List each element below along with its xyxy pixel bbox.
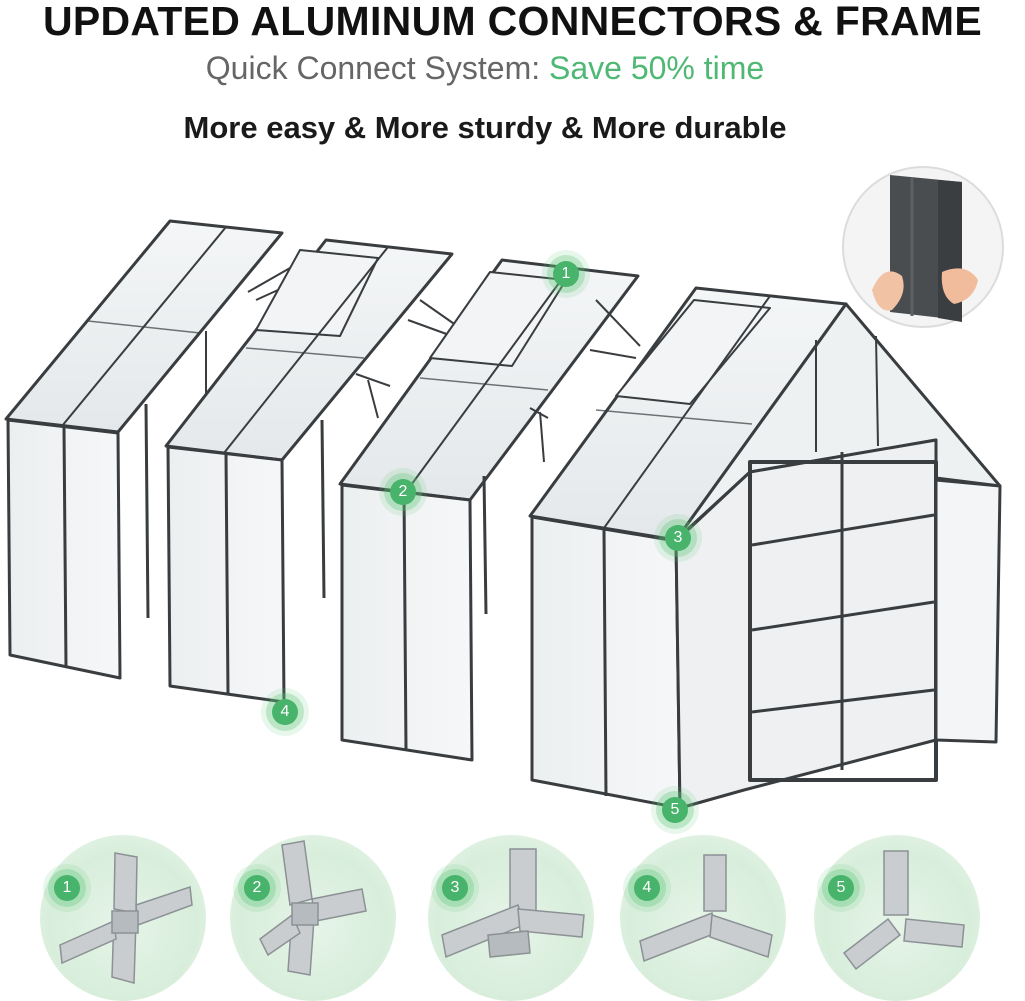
corner-connector-icon [842,850,965,971]
greenhouse-section-d [528,286,1002,810]
callout-badge-5: 5 [662,797,688,823]
connector-detail-4: 4 [620,835,786,1001]
callout-badge-1: 1 [553,261,579,287]
cross-connector-icon [59,852,193,984]
connector-badge-3: 3 [442,875,468,901]
subhead-prefix: Quick Connect System: [205,50,549,86]
callout-badge-4: 4 [272,699,298,725]
connector-badge-4: 4 [634,875,660,901]
connector-detail-3: 3 [428,835,594,1001]
callout-badge-2: 2 [390,479,416,505]
tee-connector-icon [441,848,585,959]
connector-badge-1: 1 [54,875,80,901]
greenhouse-section-b [164,238,461,704]
greenhouse-section-c [338,258,641,762]
subhead: Quick Connect System: Save 50% time [0,50,970,87]
greenhouse-section-a [4,219,301,680]
connector-badge-5: 5 [828,875,854,901]
connector-detail-1: 1 [40,835,206,1001]
callout-badge-3: 3 [665,525,691,551]
cross-connector-icon [259,840,367,976]
tagline: More easy & More sturdy & More durable [183,110,787,145]
headline: UPDATED ALUMINUM CONNECTORS & FRAME [42,0,983,44]
subhead-highlight: Save 50% time [549,50,765,86]
greenhouse-illustration [4,166,1004,810]
connector-detail-5: 5 [814,835,980,1001]
connector-detail-2: 2 [230,835,396,1001]
hand-holding-frame-icon [842,166,1004,328]
connector-badge-2: 2 [244,875,270,901]
tee-connector-icon [639,854,773,963]
